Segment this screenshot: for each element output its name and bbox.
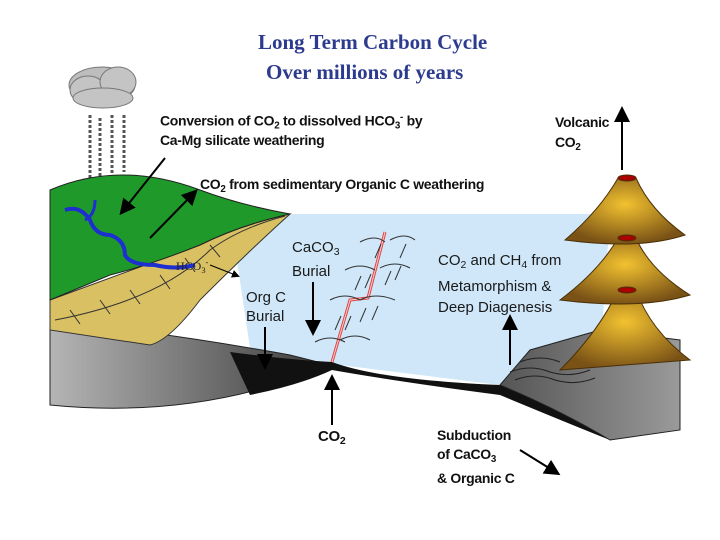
label-text: CO: [438, 252, 461, 269]
cloud-icon: [68, 66, 137, 109]
subscript: 3: [490, 454, 497, 465]
subscript: 2: [460, 259, 467, 271]
label-text: CO: [200, 176, 221, 192]
label-text: CO: [555, 134, 576, 150]
label-text: Conversion of CO: [160, 112, 275, 129]
mid-ocean-ridge: [314, 231, 416, 363]
arrow-hco3: [209, 264, 240, 278]
subscript: 2: [339, 435, 346, 447]
land: [49, 174, 291, 301]
label-text: CO: [318, 428, 340, 445]
superscript: -: [205, 258, 209, 267]
label-text: by: [402, 112, 423, 129]
subscript: 3: [333, 246, 340, 258]
label-text: Burial: [246, 308, 285, 325]
flow-arrows: [119, 106, 630, 476]
label-conversion: Conversion of CO2 to dissolved HCO3- by …: [160, 112, 423, 148]
title-line-1: Long Term Carbon Cycle: [258, 30, 488, 54]
arrow-conversion: [119, 157, 166, 216]
arrow-subduction: [519, 449, 561, 476]
subscript: 2: [274, 120, 280, 132]
label-text: from: [527, 252, 562, 269]
ocean: [230, 214, 610, 385]
rain: [88, 115, 126, 182]
label-text: Volcanic: [555, 114, 610, 130]
label-text: to dissolved HCO: [279, 112, 395, 129]
subscript: 2: [220, 184, 226, 195]
label-text: Deep Diagenesis: [438, 299, 553, 316]
label-text: from sedimentary Organic C weathering: [225, 176, 485, 192]
title-line-2: Over millions of years: [266, 60, 464, 84]
label-text: Subduction: [437, 427, 511, 443]
label-ridge-co2: CO2: [318, 428, 346, 447]
label-sed-weathering: CO2 from sedimentary Organic C weatherin…: [200, 176, 484, 195]
label-metamorphism: CO2 and CH4 from Metamorphism & Deep Dia…: [438, 250, 561, 318]
superscript: -: [400, 112, 403, 123]
label-subduction: Subduction of CaCO3 & Organic C: [437, 426, 515, 488]
label-text: and CH: [466, 252, 522, 269]
subscript: 3: [201, 266, 206, 275]
label-hco3: HCO3-: [176, 258, 208, 275]
label-text: Burial: [292, 263, 331, 280]
arrow-sed-weathering: [149, 189, 198, 239]
label-text: & Organic C: [437, 470, 515, 486]
label-text: Metamorphism &: [438, 278, 552, 295]
subscript: 2: [575, 142, 581, 153]
subscript: 4: [521, 259, 528, 271]
label-orgc-burial: Org C Burial: [246, 288, 286, 326]
label-text: Org C: [246, 289, 287, 306]
label-text: Ca-Mg silicate weathering: [160, 131, 325, 148]
label-text: HCO: [176, 259, 202, 273]
subscript: 3: [394, 120, 401, 132]
label-text: CaCO: [292, 239, 334, 256]
label-caco3-burial: CaCO3 Burial: [292, 238, 340, 281]
volcano: [558, 174, 692, 371]
label-volcanic: Volcanic CO2: [555, 112, 609, 158]
label-text: of CaCO: [437, 446, 491, 462]
